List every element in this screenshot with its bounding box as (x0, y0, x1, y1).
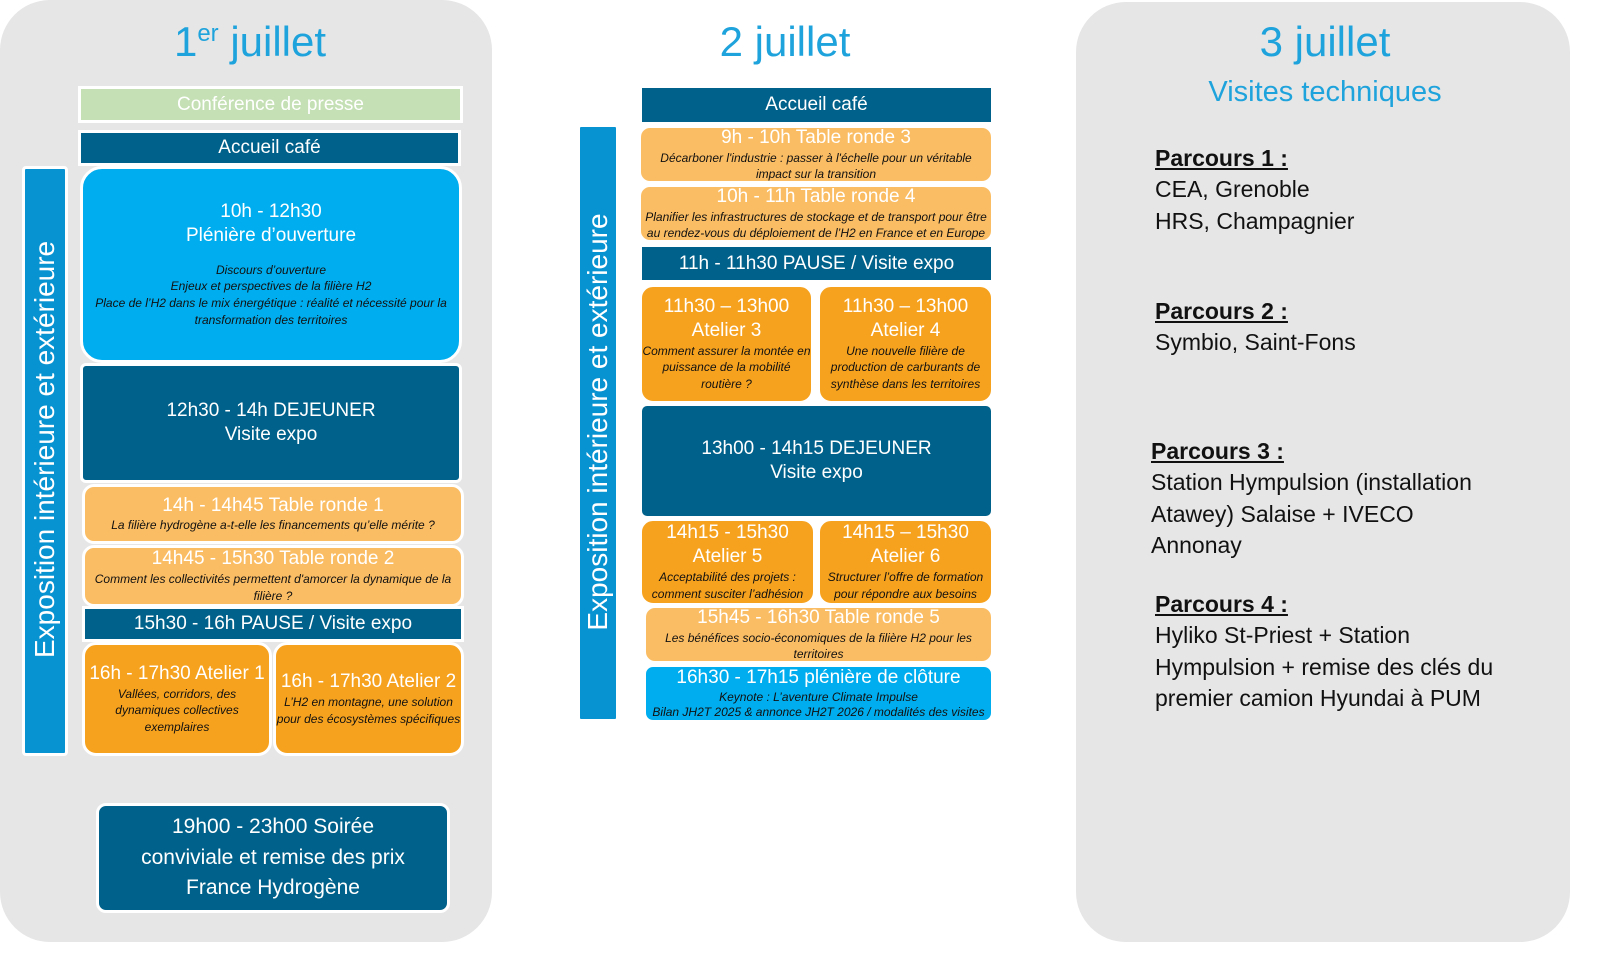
tr1-title: 14h - 14h45 Table ronde 1 (162, 494, 384, 516)
day1-exhibition-bar (22, 166, 68, 756)
at2-title: 16h - 17h30 Atelier 2 (280, 671, 457, 693)
dejeuner-sub: Visite expo (224, 424, 318, 445)
soiree-line: France Hydrogène (186, 876, 360, 900)
at6-time: 14h15 – 15h30 (842, 522, 969, 544)
parcours-line: premier camion Hyundai à PUM (1155, 684, 1481, 711)
dejeuner2-sub: Visite expo (770, 462, 863, 483)
at5-desc: Acceptabilité des projets : comment susc… (651, 569, 804, 601)
at5-title: Atelier 5 (692, 546, 763, 568)
tr5-title: 15h45 - 16h30 Table ronde 5 (697, 606, 940, 628)
pleniere-line: Enjeux et perspectives de la filière H2 (170, 279, 372, 294)
day1-pause: 15h30 - 16h PAUSE / Visite expo (82, 606, 464, 642)
at1-desc: Vallées, corridors, des dynamiques colle… (115, 686, 239, 735)
day2-title: 2 juillet (719, 18, 851, 65)
pleniere-cloture: 16h30 - 17h15 plénière de clôture Keynot… (643, 664, 994, 723)
at4-desc: Une nouvelle filière de production de ca… (830, 343, 981, 392)
pleniere-title: Plénière d’ouverture (185, 224, 357, 246)
parcours-1: Parcours 1 : CEA, Grenoble HRS, Champagn… (1155, 143, 1354, 237)
parcours-line: Atawey) Salaise + IVECO (1151, 500, 1414, 527)
atelier-1: 16h - 17h30 Atelier 1 Vallées, corridors… (82, 642, 272, 756)
table-ronde-4: 10h - 11h Table ronde 4 Planifier les in… (638, 184, 994, 243)
day3-panel (1076, 2, 1570, 942)
table-ronde-1: 14h - 14h45 Table ronde 1 La filière hyd… (82, 484, 464, 544)
parcours-line: Annonay (1151, 531, 1242, 558)
day2-dejeuner: 13h00 - 14h15 DEJEUNER Visite expo (639, 403, 994, 519)
at3-desc: Comment assurer la montée en puissance d… (642, 343, 811, 392)
tr4-desc: Planifier les infrastructures de stockag… (645, 209, 987, 241)
day1-num: 1 (173, 18, 198, 65)
at4-time: 11h30 – 13h00 (842, 296, 969, 318)
tr5-desc: Les bénéfices socio-économiques de la fi… (665, 630, 972, 662)
tr4-title: 10h - 11h Table ronde 4 (716, 185, 916, 207)
day1-dejeuner: 12h30 - 14h DEJEUNER Visite expo (80, 363, 462, 483)
at6-title: Atelier 6 (870, 546, 941, 568)
parcours-heading: Parcours 1 : (1155, 145, 1288, 171)
tr3-desc: Décarboner l'industrie : passer à l'éche… (660, 150, 972, 182)
soiree-line: conviviale et remise des prix (141, 845, 405, 869)
at6-desc: Structurer l’offre de formation pour rép… (827, 569, 984, 601)
soiree-line: 19h00 - 23h00 Soirée (172, 815, 374, 839)
atelier-5: 14h15 - 15h30 Atelier 5 Acceptabilité de… (639, 518, 816, 606)
parcours-4: Parcours 4 : Hyliko St-Priest + Station … (1155, 589, 1493, 714)
press-conference: Conférence de presse (78, 86, 463, 123)
at2-desc: L’H2 en montagne, une solution pour des … (276, 695, 461, 726)
pleniere-line: Discours d’ouverture (215, 262, 327, 277)
at5-time: 14h15 - 15h30 (666, 522, 789, 544)
day1-sup: er (197, 20, 219, 47)
table-ronde-5: 15h45 - 16h30 Table ronde 5 Les bénéfice… (643, 605, 994, 664)
parcours-line: HRS, Champagnier (1155, 207, 1355, 234)
dejeuner2-time: 13h00 - 14h15 DEJEUNER (701, 438, 932, 460)
table-ronde-2: 14h45 - 15h30 Table ronde 2 Comment les … (82, 545, 464, 607)
soiree: 19h00 - 23h00 Soirée conviviale et remis… (96, 803, 450, 913)
day2-exhibition-bar (577, 124, 619, 722)
cloture-title: 16h30 - 17h15 plénière de clôture (676, 667, 961, 689)
parcours-line: Symbio, Saint-Fons (1155, 329, 1356, 356)
tr3-title: 9h - 10h Table ronde 3 (721, 126, 911, 148)
day2-accueil-cafe: Accueil café (639, 85, 994, 125)
parcours-heading: Parcours 4 : (1155, 591, 1288, 617)
dejeuner-time: 12h30 - 14h DEJEUNER (166, 400, 376, 422)
parcours-heading: Parcours 3 : (1151, 438, 1284, 464)
day2-exhibition-label: Exposition intérieure et extérieure (582, 213, 613, 631)
pleniere-line: Place de l’H2 dans le mix énergétique : … (95, 296, 447, 328)
tr2-title: 14h45 - 15h30 Table ronde 2 (151, 548, 395, 570)
atelier-3: 11h30 – 13h00 Atelier 3 Comment assurer … (639, 284, 814, 404)
day3-title: 3 juillet (1259, 18, 1391, 65)
atelier-4: 11h30 – 13h00 Atelier 4 Une nouvelle fil… (817, 284, 994, 404)
cloture-line: Bilan JH2T 2025 & annonce JH2T 2026 / mo… (652, 705, 985, 720)
parcours-3: Parcours 3 : Station Hympulsion (install… (1151, 436, 1472, 561)
day1-accueil-cafe: Accueil café (78, 130, 461, 166)
pleniere-time: 10h - 12h30 (220, 201, 322, 223)
parcours-heading: Parcours 2 : (1155, 298, 1288, 324)
day1-exhibition-label: Exposition intérieure et extérieure (29, 240, 60, 658)
parcours-2: Parcours 2 : Symbio, Saint-Fons (1155, 296, 1356, 359)
pleniere-ouverture: 10h - 12h30 Plénière d’ouverture Discour… (80, 166, 462, 363)
parcours-line: CEA, Grenoble (1155, 176, 1310, 203)
parcours-line: Hympulsion + remise des clés du (1155, 653, 1494, 680)
day1-title: 1er juillet (40, 18, 460, 66)
tr1-desc: La filière hydrogène a-t-elle les financ… (111, 518, 435, 533)
cloture-line: Keynote : L’aventure Climate Impulse (719, 689, 918, 704)
at4-title: Atelier 4 (870, 319, 941, 341)
day2-pause: 11h - 11h30 PAUSE / Visite expo (639, 244, 994, 283)
at1-title: 16h - 17h30 Atelier 1 (89, 662, 265, 684)
table-ronde-3: 9h - 10h Table ronde 3 Décarboner l'indu… (638, 125, 994, 184)
parcours-line: Station Hympulsion (installation (1151, 469, 1472, 496)
parcours-line: Hyliko St-Priest + Station (1155, 622, 1411, 649)
day3-subtitle: Visites techniques (1208, 76, 1442, 108)
at3-title: Atelier 3 (691, 319, 762, 341)
tr2-desc: Comment les collectivités permettent d'a… (94, 572, 452, 603)
at3-time: 11h30 – 13h00 (663, 296, 790, 318)
atelier-2: 16h - 17h30 Atelier 2 L’H2 en montagne, … (273, 642, 464, 756)
atelier-6: 14h15 – 15h30 Atelier 6 Structurer l’off… (817, 518, 994, 606)
day1-rest: juillet (218, 18, 327, 65)
